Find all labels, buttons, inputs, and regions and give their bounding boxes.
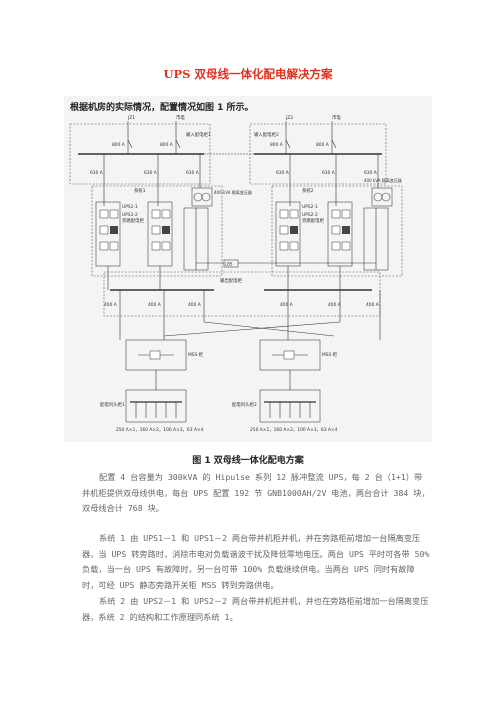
breaker-label: 630 A [186,170,199,176]
input-cabinet-right-label: 输入配电柜2 [254,131,279,138]
breaker-label: 400 A [148,302,161,308]
bypass-left-label: 旁路配电柜 [122,217,145,224]
sub-cabinet-right [259,389,321,423]
sub-left-breakers: 250 A×1，160 A×2，100 A×3，63 A×4 [116,427,204,433]
system2-label: 系统2 [302,187,314,194]
ups1-2-label: UPS1-2 [122,212,138,218]
bypass-right-label: 旁路配电柜 [302,217,325,224]
lbs-box [223,259,239,268]
iso-transformer-right [371,187,393,207]
iso-transformer-left [191,187,213,207]
breaker-label: 630 A [364,170,377,176]
system1-box [91,185,223,277]
ups2-2-label: UPS2-2 [302,212,318,218]
sub-right-breakers: 250 A×1，160 A×2，100 A×3，63 A×4 [250,427,338,433]
mss-left-label: MSS 柜 [188,351,204,358]
sub-left-label: 配电列头柜1 [100,401,125,408]
figure-caption: 图 1 双母线一体化配电方案 [192,456,304,466]
sub-right-label: 配电列头柜2 [232,401,257,408]
intro-text: 根据机房的实际情况，配置情况如图 1 所示。 [70,103,254,113]
iso-transformer-left-label: 400 kVA 隔离变压器 [214,189,252,195]
breaker-label: 630 A [276,170,289,176]
input-cabinet-left-label: 输入配电柜1 [186,131,211,138]
breaker-label: 400 A [188,302,201,308]
system2-box [271,185,403,277]
system1-label: 系统1 [134,187,146,194]
breaker-label: 800 A [270,142,283,148]
breaker-label: 400 A [366,302,379,308]
breaker-label: 800 A [112,142,125,148]
sub-cabinet-left [125,389,187,423]
source-right-sub: 市电 [332,114,341,121]
iso-transformer-right-label: 400 kVA 隔离变压器 [364,177,402,183]
output-cabinet-label: 输出配电柜 [220,277,243,284]
lbs-label: LBS [225,262,233,267]
document-title: UPS 双母线一体化配电解决方案 [163,67,333,81]
paragraph-3: 系统 2 由 UPS2－1 和 UPS2－2 两台带并机柜并机，并也在旁路柜前增… [82,596,429,622]
breaker-label: 400 A [280,302,293,308]
mss-right-label: MSS 柜 [322,351,338,358]
breaker-label: 630 A [322,170,335,176]
ups2-1-label: UPS2-1 [302,204,318,210]
breaker-label: 400 A [328,302,341,308]
source-left-sub: 市电 [176,114,185,121]
breaker-label: 630 A [90,170,103,176]
paragraph-1: 配置 4 台容量为 300kVA 的 Hipulse 系列 12 脉冲整流 UP… [82,472,430,513]
breaker-label: 400 A [104,302,117,308]
power-distribution-diagram: JZ1 市电 JZ2 市电 输入配电柜1 输入配电柜2 800 A 800 A … [69,114,403,433]
output-cabinet [103,271,381,317]
paragraph-2: 系统 1 由 UPS1－1 和 UPS1－2 两台带并机柜并机，并在旁路柜前增加… [82,533,430,590]
source-left-label: JZ1 [127,115,135,121]
breaker-label: 800 A [160,142,173,148]
source-right-label: JZ2 [285,115,293,121]
breaker-label: 630 A [144,170,157,176]
breaker-label: 800 A [316,142,329,148]
ups1-1-label: UPS1-1 [122,204,138,210]
